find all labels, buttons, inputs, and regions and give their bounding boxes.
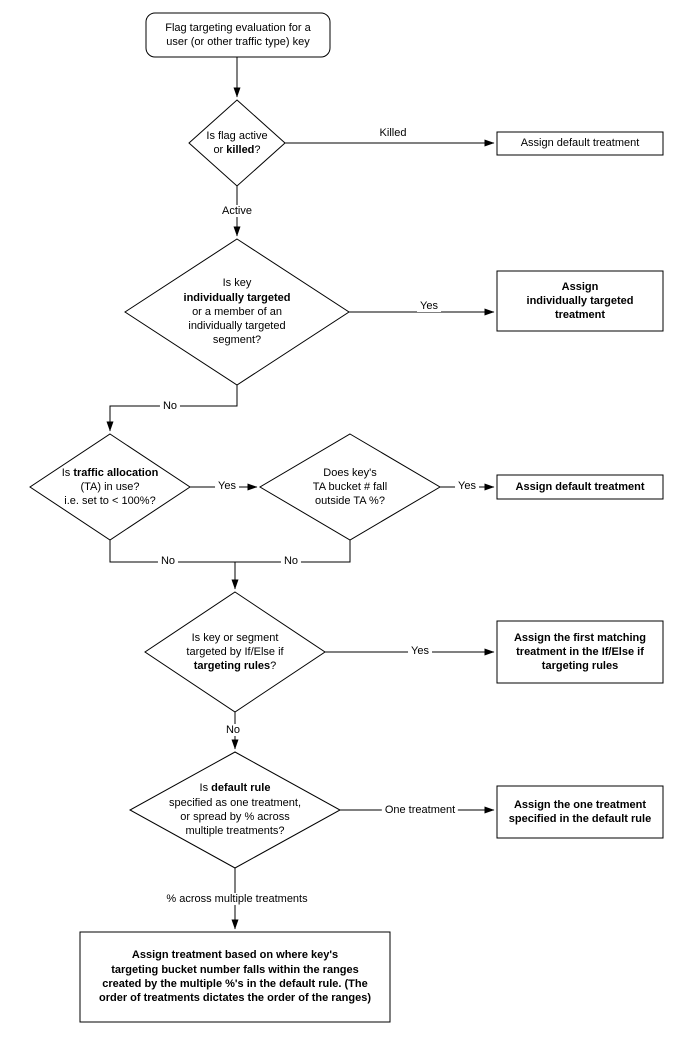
result-one-treatment-shape: [496, 785, 664, 839]
edge-d3-no: [109, 540, 235, 563]
decision-traffic-allocation-shape: [29, 433, 191, 541]
decision-individually-targeted-shape: [124, 238, 350, 386]
result-default-treatment-1-shape: [496, 131, 664, 156]
decision-ta-bucket-shape: [259, 433, 441, 541]
result-individually-targeted-shape: [496, 270, 664, 332]
edge-d2-no: [106, 385, 238, 432]
edge-d4-no: [235, 540, 351, 563]
decision-targeting-rules-shape: [144, 591, 326, 713]
decision-default-rule-shape: [128, 751, 342, 869]
result-default-treatment-2-shape: [496, 474, 664, 500]
start-node-shape: [145, 12, 331, 58]
result-bucket-ranges-shape: [79, 931, 391, 1023]
decision-flag-active-shape: [188, 99, 286, 187]
result-first-matching-shape: [496, 620, 664, 684]
